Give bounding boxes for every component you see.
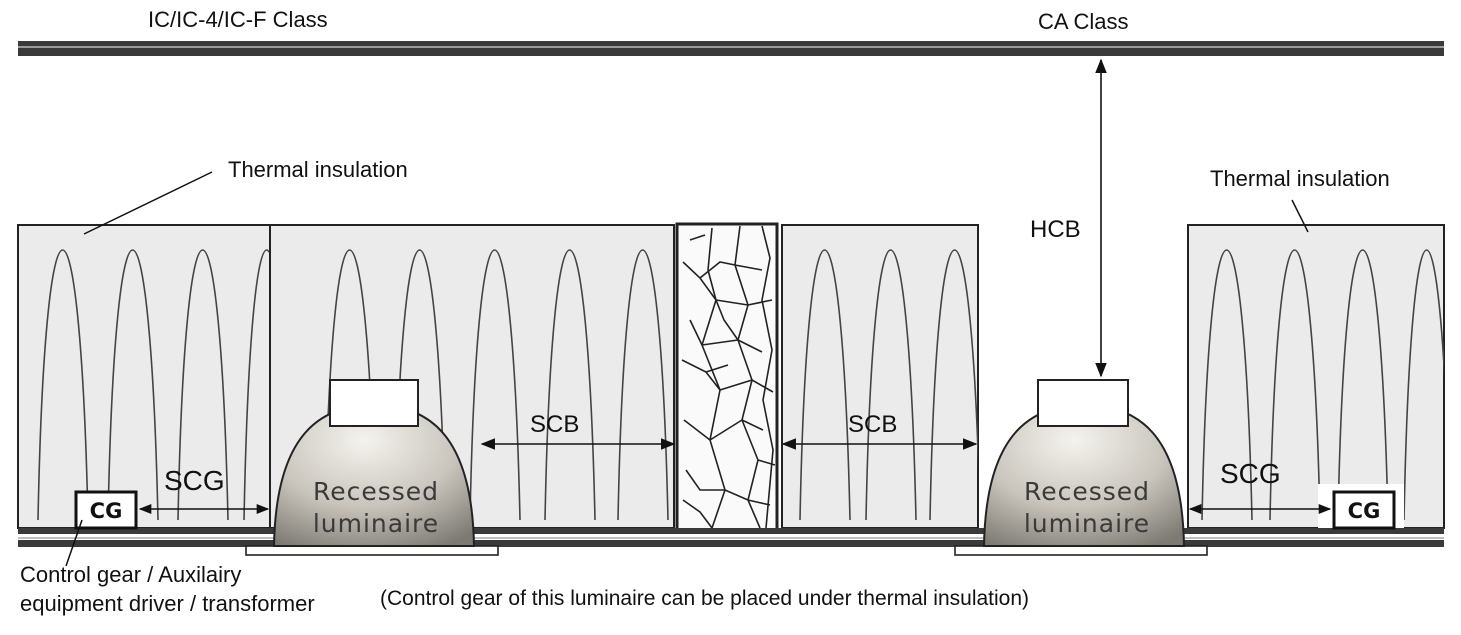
control-gear-leader [65, 519, 83, 567]
cg-left-label: CG [90, 499, 123, 523]
recessed-luminaire-left: Recessed luminaire [245, 379, 499, 556]
thermal-insulation-block-1 [17, 224, 271, 529]
luminaire-left-label-line1: Recessed [313, 477, 439, 506]
scb-left-label: SCB [530, 411, 579, 438]
thermal-insulation-block-3 [781, 224, 979, 529]
scg-right-label: SCG [1220, 458, 1281, 489]
luminaire-right-label-line2: luminaire [1024, 509, 1150, 538]
luminaire-left-label-line2: luminaire [313, 509, 439, 538]
control-gear-left: CG [74, 490, 138, 530]
ceiling-board [18, 528, 1444, 547]
cg-right-label: CG [1348, 499, 1381, 523]
thermal-left-leader [83, 171, 213, 235]
ceiling-joist-top [18, 41, 1444, 56]
control-gear-right: CG [1318, 484, 1404, 530]
recessed-luminaire-right: Recessed luminaire [954, 379, 1208, 556]
class-right-label: CA Class [1038, 9, 1128, 34]
thermal-right-leader [1291, 199, 1309, 233]
wooden-joist [675, 222, 779, 532]
control-gear-label-line2: equipment driver / transformer [20, 591, 315, 616]
note-label: (Control gear of this luminaire can be p… [380, 587, 1029, 610]
thermal-left-label: Thermal insulation [228, 157, 408, 182]
class-left-label: IC/IC-4/IC-F Class [148, 7, 328, 32]
thermal-right-label: Thermal insulation [1210, 166, 1390, 191]
scg-left-label: SCG [164, 465, 225, 496]
hcb-label: HCB [1030, 216, 1081, 243]
control-gear-label-line1: Control gear / Auxilairy [20, 562, 241, 587]
scb-right-label: SCB [848, 411, 897, 438]
luminaire-right-label-line1: Recessed [1024, 477, 1150, 506]
